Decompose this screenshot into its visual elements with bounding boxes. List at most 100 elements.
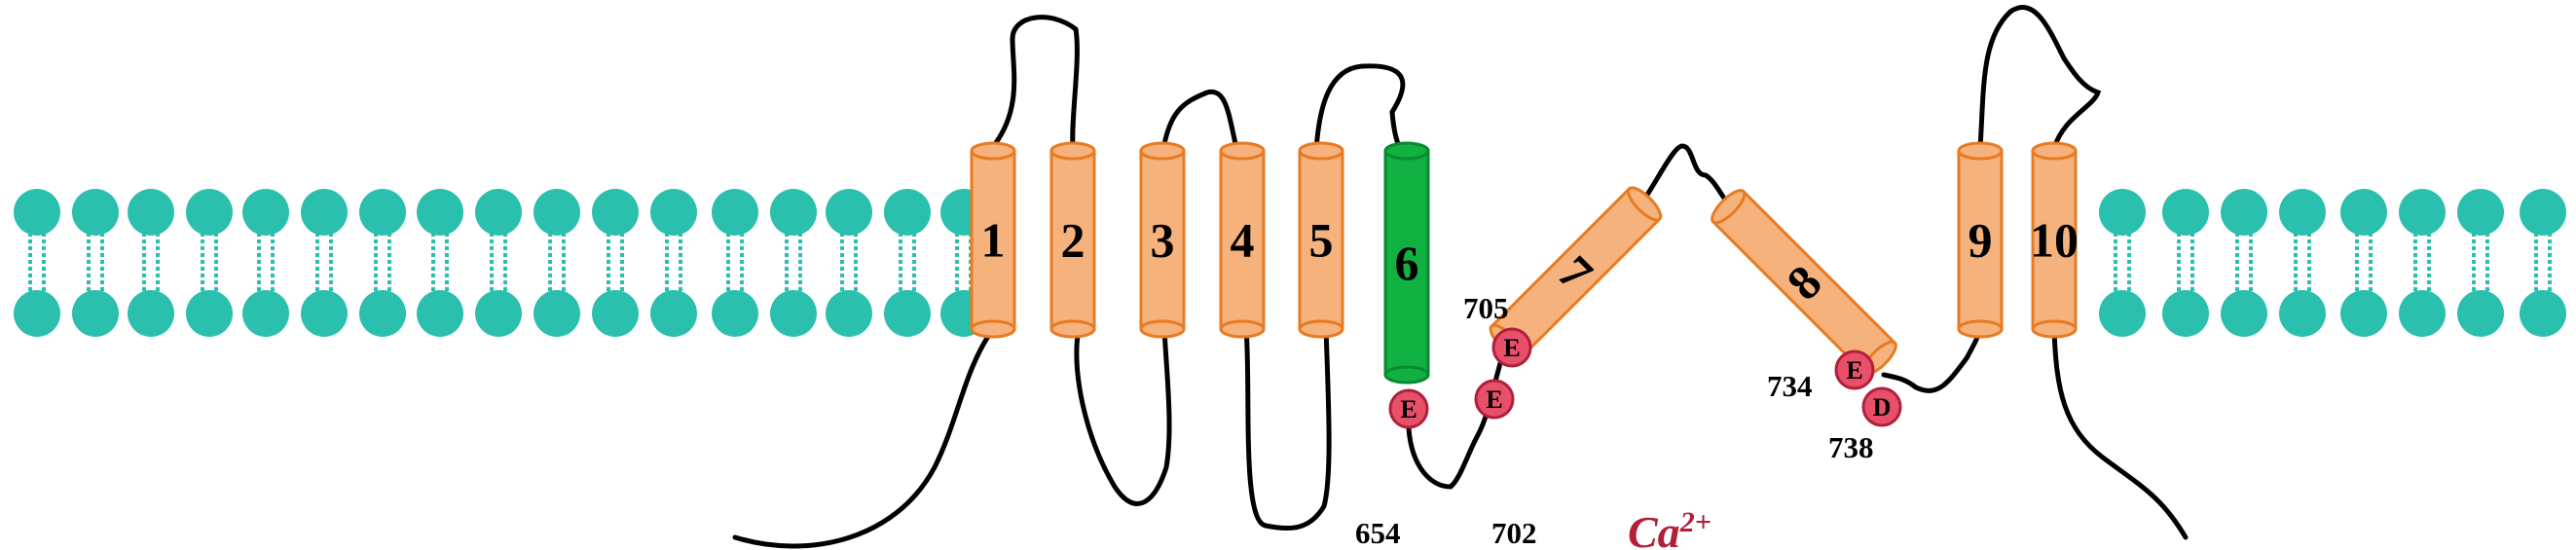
lipid-bilayer: [14, 189, 2566, 337]
residue-702: E 702: [1474, 379, 1537, 550]
lipid-left-12: [712, 189, 758, 337]
loop-3-4: [1159, 89, 1239, 159]
helix-bottom-cap: [1049, 319, 1096, 339]
helix-label: 6: [1395, 236, 1419, 290]
lipid-left-8: [475, 189, 522, 337]
residue-letter: E: [1400, 395, 1417, 423]
lipid-left-0: [14, 189, 60, 337]
loop-5-6: [1313, 63, 1408, 153]
helix-top-cap: [1957, 141, 2004, 161]
ion-base: Ca: [1628, 507, 1680, 550]
loop-1-2: [992, 15, 1080, 151]
residue-letter: E: [1503, 334, 1520, 362]
loop-2-3: [1074, 326, 1172, 506]
helix-top-cap: [1139, 141, 1186, 161]
lipid-left-13: [770, 189, 817, 337]
loop-9-10: [1977, 5, 2102, 151]
helix-label: 2: [1061, 213, 1086, 268]
helix-4: 4: [1219, 141, 1266, 339]
helix-body: [1957, 149, 2004, 331]
residue-734: E 734: [1767, 349, 1875, 403]
lipid-right-6: [2457, 189, 2504, 337]
helix-label: 9: [1969, 213, 1993, 268]
residue-marker: [1474, 379, 1515, 420]
helix-label: 10: [2030, 213, 2079, 268]
lipid-right-5: [2399, 189, 2446, 337]
residue-marker: [1834, 349, 1875, 390]
lipid-left-10: [592, 189, 639, 337]
ion-charge: 2+: [1679, 506, 1711, 538]
helix-bottom-cap: [1219, 319, 1266, 339]
helix-bottom-cap: [2031, 319, 2078, 339]
loop-7-8: [1644, 143, 1728, 202]
n-terminus-loop: [732, 326, 996, 549]
lipid-left-7: [417, 189, 463, 337]
helix-3: 3: [1139, 141, 1186, 339]
c-terminus-loop: [2051, 326, 2189, 540]
residue-number: 738: [1828, 430, 1874, 464]
helix-label: 4: [1231, 213, 1255, 268]
lipid-right-2: [2221, 189, 2267, 337]
lipid-left-11: [650, 189, 697, 337]
residue-705: E 705: [1463, 291, 1532, 368]
helix-bottom-cap: [1139, 319, 1186, 339]
lipid-right-7: [2520, 189, 2566, 337]
lipid-left-1: [72, 189, 119, 337]
helix-top-cap: [1711, 189, 1747, 225]
helix-1: 1: [970, 141, 1016, 339]
helix-2: 2: [1049, 141, 1096, 339]
residue-number: 654: [1355, 516, 1401, 550]
helix-8: 8: [1711, 189, 1897, 376]
helix-top-cap: [1627, 186, 1663, 222]
helix-label: 1: [981, 213, 1006, 268]
lipid-right-3: [2279, 189, 2326, 337]
loops: [732, 5, 2189, 549]
helix-top-cap: [1383, 141, 1430, 161]
helix-bottom-cap: [1298, 319, 1344, 339]
lipid-left-9: [534, 189, 580, 337]
lipid-left-5: [301, 189, 348, 337]
helix-top-cap: [970, 141, 1016, 161]
ion-label: Ca2+: [1628, 506, 1711, 550]
residue-letter: E: [1486, 385, 1502, 414]
lipid-right-4: [2340, 189, 2387, 337]
helix-label: 5: [1309, 213, 1334, 268]
loop-8-9: [1881, 326, 1983, 393]
lipid-left-4: [242, 189, 289, 337]
helix-body: [1049, 149, 1096, 331]
lipid-left-3: [186, 189, 233, 337]
residue-number: 705: [1463, 291, 1509, 325]
helix-6: 6: [1383, 141, 1430, 385]
residue-738: D 738: [1828, 386, 1902, 464]
residue-letter: E: [1846, 356, 1862, 385]
lipid-right-0: [2099, 189, 2146, 337]
lipid-left-15: [884, 189, 931, 337]
helix-label: 3: [1151, 213, 1175, 268]
residue-marker: [1861, 386, 1902, 427]
lipid-left-6: [359, 189, 406, 337]
residue-number: 734: [1767, 369, 1813, 403]
residue-marker: [1491, 327, 1532, 368]
helix-7: 7: [1489, 186, 1663, 359]
residue-number: 702: [1491, 516, 1537, 550]
helix-top-cap: [1219, 141, 1266, 161]
helix-top-cap: [2031, 141, 2078, 161]
residue-654: E 654: [1355, 388, 1429, 550]
helix-body: [1219, 149, 1266, 331]
helix-bottom-cap: [1957, 319, 2004, 339]
helix-top-cap: [1049, 141, 1096, 161]
loop-4-5: [1243, 326, 1332, 532]
lipid-left-14: [826, 189, 872, 337]
residue-marker: [1388, 388, 1429, 429]
residue-letter: D: [1873, 393, 1892, 422]
helix-bottom-cap: [970, 319, 1016, 339]
lipid-right-1: [2162, 189, 2209, 337]
helix-top-cap: [1298, 141, 1344, 161]
lipid-left-2: [128, 189, 174, 337]
helix-bottom-cap: [1383, 365, 1430, 385]
helix-9: 9: [1957, 141, 2004, 339]
